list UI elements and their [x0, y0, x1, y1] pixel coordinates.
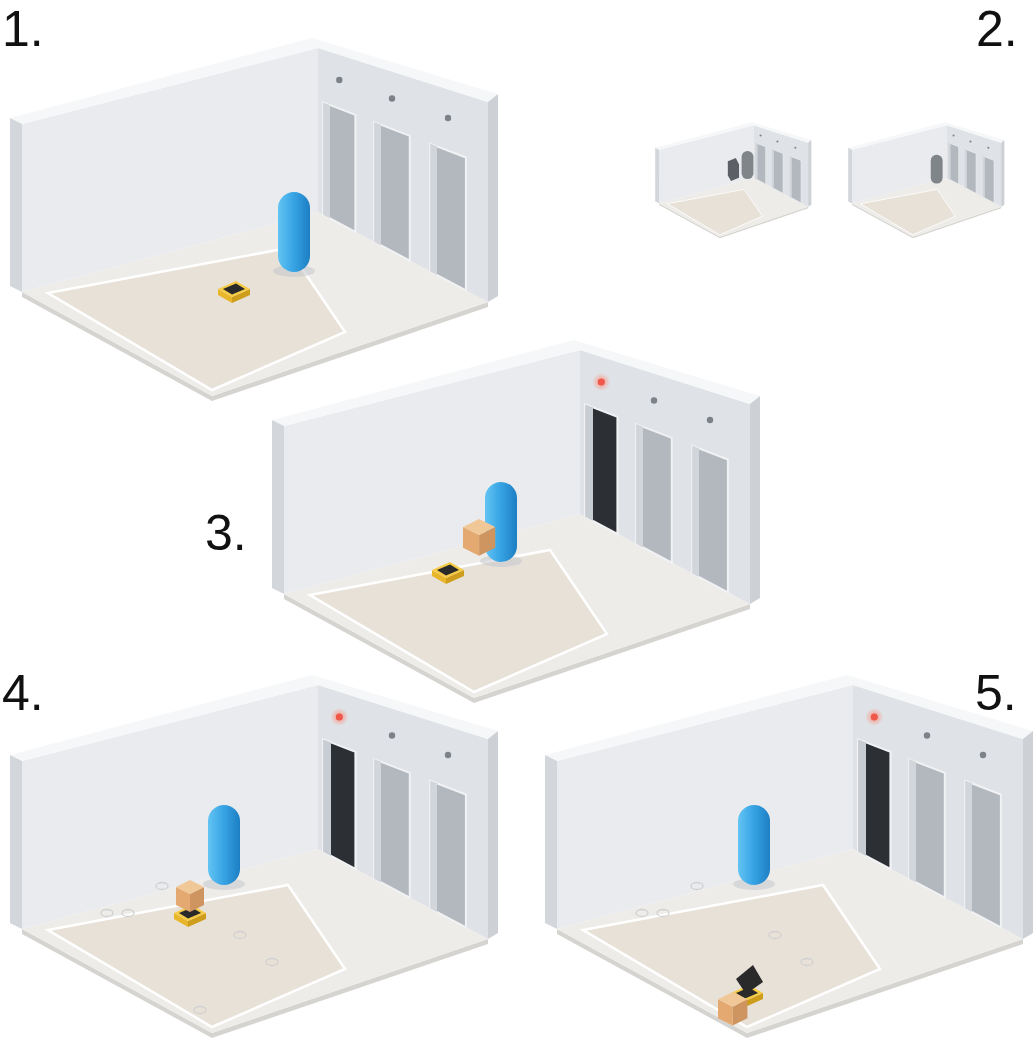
- open-door: [858, 708, 890, 869]
- room: [10, 38, 498, 401]
- open-door: [585, 373, 617, 534]
- robot: [203, 805, 245, 890]
- panel-five: [545, 675, 1033, 1038]
- room: [545, 675, 1033, 1038]
- room: [655, 122, 811, 238]
- panel-number: 2.: [976, 4, 1018, 54]
- delivery-cart: [218, 281, 250, 303]
- parcel-box: [463, 519, 495, 556]
- floor-spots: [636, 883, 813, 1014]
- panel-number: 3.: [205, 508, 247, 558]
- panel-two-b: [848, 122, 1004, 238]
- panel-number: 1.: [2, 4, 44, 54]
- delivery-cart: [432, 562, 464, 584]
- gray-robot: [931, 155, 943, 184]
- panel-number: 5.: [975, 668, 1017, 718]
- robot: [273, 192, 315, 277]
- panel-four: [10, 675, 498, 1038]
- panel-three: [272, 340, 760, 703]
- open-door: [323, 708, 355, 869]
- parcel-box: [718, 992, 747, 1026]
- room: [272, 340, 760, 703]
- gray-robot: [742, 151, 754, 179]
- panel-two-a: [655, 122, 811, 238]
- panel-number: 4.: [2, 668, 44, 718]
- gray-figure: [728, 158, 739, 181]
- robot: [733, 805, 775, 890]
- room: [10, 675, 498, 1038]
- room: [848, 122, 1004, 238]
- parcel-box: [176, 880, 204, 912]
- open-lid: [736, 965, 763, 994]
- panel-one: [10, 38, 498, 401]
